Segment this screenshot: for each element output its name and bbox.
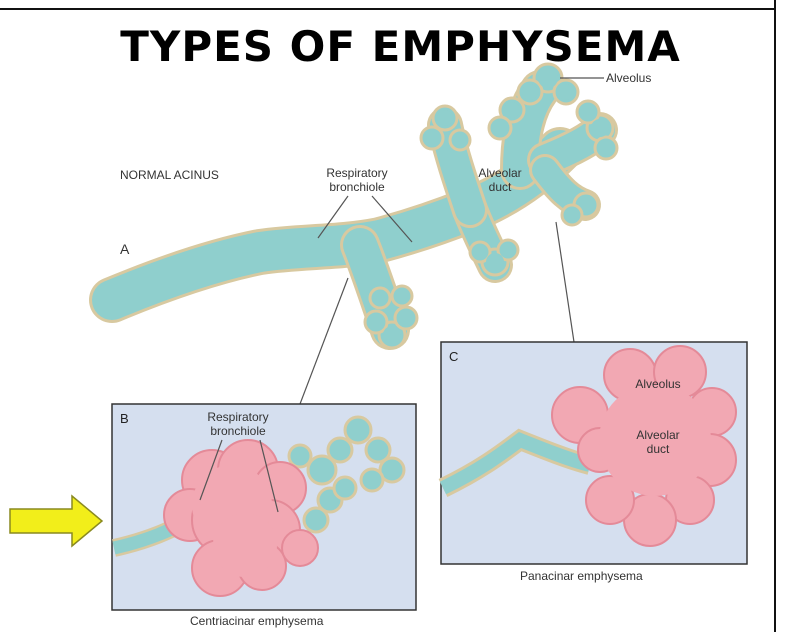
normal-acinus-drawing [112, 64, 617, 348]
panel-b-label: B [120, 412, 129, 426]
panel-c-alveolar-duct-label: Alveolar duct [628, 428, 688, 456]
panel-b-respiratory-bronchiole-label: Respiratory bronchiole [198, 410, 278, 438]
panel-c-box [441, 342, 747, 564]
respiratory-bronchiole-label: Respiratory bronchiole [318, 166, 396, 194]
normal-acinus-heading: NORMAL ACINUS [120, 168, 219, 182]
centriacinar-caption: Centriacinar emphysema [190, 614, 323, 628]
alveolus-label: Alveolus [606, 71, 651, 85]
pointer-arrow [10, 496, 102, 546]
panel-c-alveolus-label: Alveolus [628, 377, 688, 391]
panel-a-label: A [120, 242, 129, 256]
panacinar-caption: Panacinar emphysema [520, 569, 643, 583]
panel-c-label: C [449, 350, 458, 364]
alveolar-duct-label: Alveolar duct [470, 166, 530, 194]
